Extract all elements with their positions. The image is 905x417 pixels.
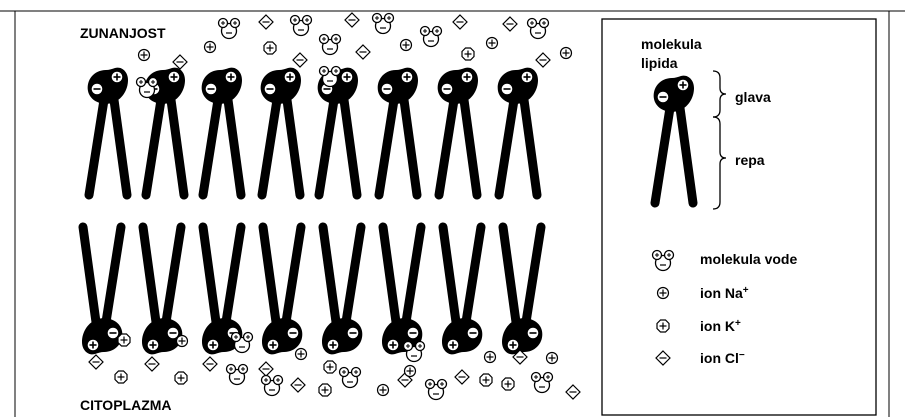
upper-lipid-layer (88, 68, 538, 195)
tail-brace (712, 116, 727, 210)
lipid-molecule (142, 227, 182, 354)
lipid-molecule (262, 227, 302, 354)
legend-box (601, 18, 877, 416)
legend-na-text: ion Na (700, 285, 743, 301)
plus-square-icon (656, 319, 670, 333)
lipid-molecule (322, 227, 362, 354)
legend-lipid-molecule (654, 76, 694, 203)
legend-title-line2: lipida (641, 55, 678, 71)
minus-diamond-icon (655, 350, 671, 366)
lipid-molecule (502, 227, 542, 354)
legend-head-label: glava (735, 89, 771, 105)
legend-title-line1: molekula (641, 36, 702, 52)
legend-water-label: molekula vode (700, 251, 798, 267)
legend-na-label: ion Na+ (700, 285, 749, 301)
lipid-molecule (438, 68, 478, 195)
lipid-molecule (382, 227, 422, 354)
legend-k-label: ion K+ (700, 318, 741, 334)
lipid-molecule (378, 68, 418, 195)
legend-k-charge: + (735, 318, 741, 329)
lipid-molecule (442, 227, 482, 354)
legend-cl-charge: − (738, 350, 745, 361)
lipid-molecule (88, 68, 128, 195)
legend-cl-text: ion Cl (700, 350, 739, 366)
water-molecule-icon (651, 249, 675, 272)
lipid-molecule (82, 227, 122, 354)
legend-cl-label: ion Cl− (700, 350, 745, 366)
legend-k-text: ion K (700, 318, 735, 334)
outside-label: ZUNANJOST (80, 25, 166, 41)
head-brace (712, 70, 727, 118)
lipid-molecule (318, 68, 358, 195)
legend-tail-label: repa (735, 152, 765, 168)
legend-na-charge: + (742, 285, 749, 296)
lower-lipid-layer (82, 227, 542, 354)
lipid-molecule (261, 68, 301, 195)
plus-circle-icon (656, 286, 670, 300)
lipid-molecule (202, 68, 242, 195)
lipid-molecule (498, 68, 538, 195)
cytoplasm-label: CITOPLAZMA (80, 397, 172, 413)
